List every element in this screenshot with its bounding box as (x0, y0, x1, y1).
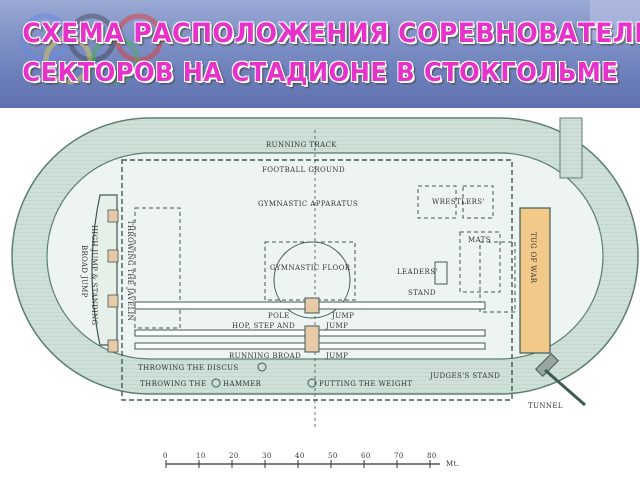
gymnastic-apparatus-label: GYMNASTIC APPARATUS (258, 200, 358, 208)
javelin-area (134, 207, 181, 329)
hammer-circle (211, 378, 221, 388)
leaders-stand (434, 261, 448, 285)
center-circle (273, 241, 351, 319)
weight-circle (307, 378, 317, 388)
left-marker (107, 294, 119, 308)
pole-jump-pit (304, 297, 320, 314)
stand-label: STAND (408, 289, 436, 297)
discus-circle (257, 362, 267, 372)
broad-jump-label: JUMP (325, 352, 348, 360)
weight-label: PUTTING THE WEIGHT (319, 380, 412, 388)
left-marker (107, 209, 119, 223)
hop-jump-pit (304, 325, 320, 353)
stadium-plan: RUNNING TRACK FOOTBALL GROUND GYMNASTIC … (11, 117, 639, 468)
header-banner: СХЕМА РАСПОЛОЖЕНИЯ СОРЕВНОВАТЕЛЬНЫХ СЕКТ… (0, 0, 640, 108)
wrestlers-label: WRESTLERS' (432, 198, 485, 206)
hammer-label-1: THROWING THE (140, 380, 206, 388)
wrestlers-area (462, 185, 494, 219)
tunnel (544, 368, 586, 407)
judges-stand-label: JUDGES'S STAND (429, 372, 500, 380)
mats-area (479, 241, 516, 313)
pole-jump-label: JUMP (331, 312, 354, 320)
hop-step-label: HOP, STEP AND (232, 322, 295, 330)
left-stand (91, 194, 118, 346)
high-jump-label-1: HIGH JUMP & STANDING (90, 225, 98, 326)
running-broad-label: RUNNING BROAD (229, 352, 301, 360)
football-ground-label: FOOTBALL GROUND (262, 166, 345, 174)
high-jump-label-2: BROAD JUMP (80, 245, 88, 298)
hop-jump-label: JUMP (325, 322, 348, 330)
olympic-rings-watermark (20, 0, 640, 85)
mats-label: MATS (468, 236, 491, 244)
running-track-label: RUNNING TRACK (266, 141, 337, 149)
track-extension (559, 117, 583, 179)
mats-area (459, 231, 501, 293)
leaders-label: LEADERS' (397, 268, 438, 276)
gymnastic-floor-label: GYMNASTIC FLOOR (270, 264, 351, 272)
page-title-line-1: СХЕМА РАСПОЛОЖЕНИЯ СОРЕВНОВАТЕЛЬНЫХ (22, 18, 640, 49)
left-marker (107, 339, 119, 353)
tunnel-label: TUNNEL (528, 402, 563, 410)
scale-bar: 0 10 20 30 40 50 60 70 80 Mt. (163, 452, 459, 468)
scale-tick-label: 40 (295, 452, 305, 460)
football-ground (121, 159, 513, 401)
scale-tick-label: 50 (328, 452, 338, 460)
scale-tick-label: 30 (262, 452, 272, 460)
scale-tick-label: 80 (427, 452, 437, 460)
scale-tick-label: 70 (394, 452, 404, 460)
scale-tick-label: 60 (361, 452, 371, 460)
scale-tick-label: 10 (196, 452, 206, 460)
javelin-label: THROWING THE JAVELIN (126, 220, 134, 321)
discus-label: THROWING THE DISCUS (138, 364, 239, 372)
tug-of-war-label: TUG OF WAR (529, 232, 537, 284)
tug-of-war-area (519, 207, 551, 354)
scale-tick-label: 20 (229, 452, 239, 460)
pole-label: POLE (268, 312, 290, 320)
judges-stand (534, 352, 560, 378)
page-title-line-2: СЕКТОРОВ НА СТАДИОНЕ В СТОКГОЛЬМЕ (22, 58, 619, 88)
scale-tick-label: 0 (163, 452, 168, 460)
left-marker (107, 249, 119, 263)
scale-unit: Mt. (446, 460, 459, 468)
hammer-label-2: HAMMER (223, 380, 262, 388)
